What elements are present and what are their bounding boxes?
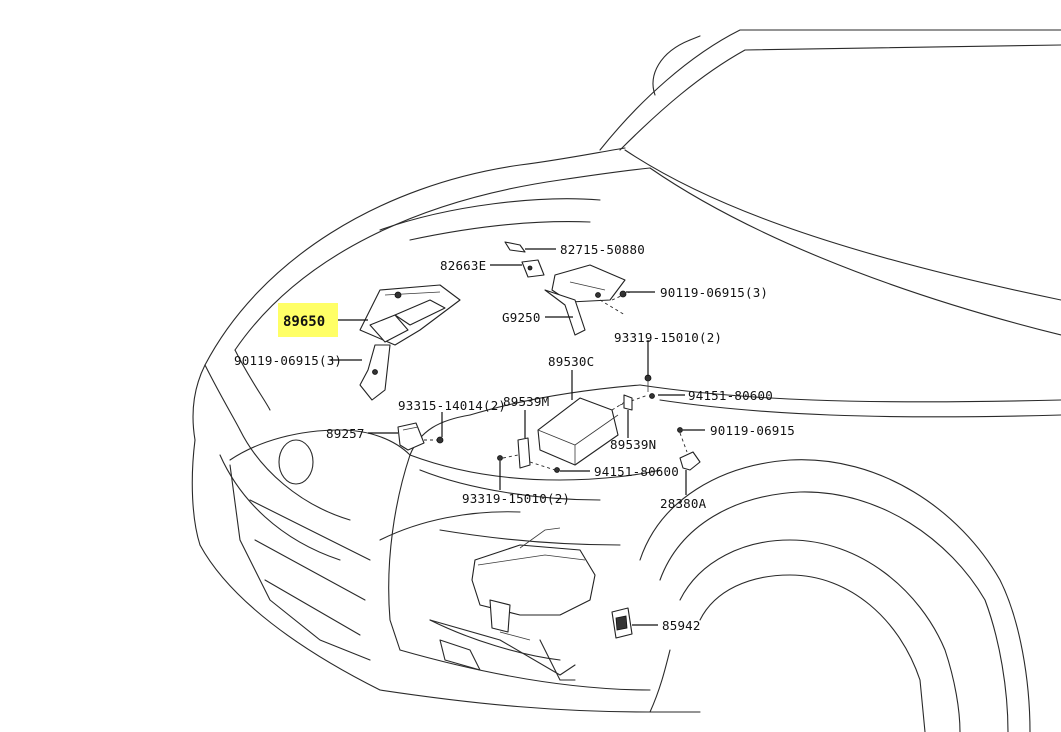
highlight-89650 [278,303,338,337]
part-89257 [397,422,444,451]
label-28380A: 28380A [660,496,707,511]
label-82663E: 82663E [440,258,486,273]
label-89539M: 89539M [503,394,549,409]
emblem [278,439,314,485]
washer-tank [471,527,596,641]
label-89539N: 89539N [610,437,656,452]
label-85942: 85942 [662,618,701,633]
label-90119-06915-3-right: 90119-06915(3) [660,285,768,300]
label-90119-06915: 90119-06915 [710,423,795,438]
label-G9250: G9250 [502,310,541,325]
part-89539M [497,437,560,473]
leader-lines [330,248,705,626]
label-89257: 89257 [326,426,365,441]
label-89650: 89650 [283,314,325,330]
label-93319-15010-2-bottom: 93319-15010(2) [462,491,570,506]
part-G9250-bracket [504,241,631,336]
part-28380A [677,427,701,471]
label-93319-15010-2-top: 93319-15010(2) [614,330,722,345]
part-85942 [611,607,633,639]
label-90119-06915-3-left: 90119-06915(3) [234,353,342,368]
label-94151-80600-bottom: 94151-80600 [594,464,679,479]
label-93315-14014-2: 93315-14014(2) [398,398,506,413]
label-94151-80600-top: 94151-80600 [688,388,773,403]
part-89650 [359,284,461,401]
part-89530C [537,374,655,466]
label-82715-50880: 82715-50880 [560,242,645,257]
car-body-outline [191,29,1061,732]
label-89530C: 89530C [548,354,594,369]
